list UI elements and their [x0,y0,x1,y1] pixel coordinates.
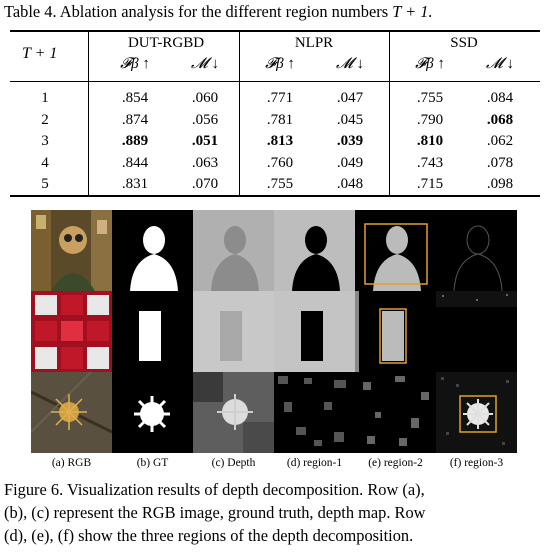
table-cell: .755 [416,90,444,106]
gt-image-flower [112,372,193,453]
table-caption-text: Table 4. Ablation analysis for the diffe… [4,2,389,21]
region2-image-person [355,210,436,291]
table-cell: .070 [191,176,219,192]
rgb-image-flower [31,372,112,453]
table-cell: .062 [486,133,514,149]
metric-m-nlpr: 𝓜 ↓ [335,56,365,72]
row-t-value: 5 [41,176,49,192]
subcaption-region2: (e) region-2 [368,457,423,469]
subcaption-region3: (f) region-3 [449,457,504,469]
metric-f-dut: 𝓕β ↑ [120,56,150,72]
metric-f-ssd: 𝓕β ↑ [415,56,445,72]
table-mid-rule [10,81,540,82]
table-cell: .068 [486,111,514,128]
table-cell: .760 [266,154,294,171]
dataset-header-ssd: SSD [450,35,478,51]
region1-image-flower [274,372,355,453]
subcaption-rgb: (a) RGB [51,457,92,469]
subcaption-depth: (c) Depth [211,457,256,469]
row-t-value: 2 [41,111,49,128]
depth-image-person [193,210,274,291]
metric-m-dut: 𝓜 ↓ [190,56,220,72]
region2-image-boxes [355,291,436,372]
row-t-value: 1 [41,90,49,106]
table-top-rule [10,30,540,32]
figure-caption-line-2: (b), (c) represent the RGB image, ground… [4,503,426,522]
table-caption-math: T + 1. [392,2,433,21]
table-cell: .854 [121,90,149,106]
metric-f-nlpr: 𝓕β ↑ [265,56,295,72]
table-cell: .755 [266,176,294,192]
table-cell: .045 [336,111,364,128]
metric-m-ssd: 𝓜 ↓ [485,56,515,72]
region3-image-boxes [436,291,517,372]
row-t-value: 3 [41,133,49,149]
depth-image-flower [193,372,274,453]
table-cell: .844 [121,154,149,171]
row-header-label: T + 1 [22,45,58,62]
table-vline-2 [239,31,240,195]
figure-grid [31,210,517,453]
table-cell: .048 [336,176,364,192]
table-cell: .831 [121,176,149,192]
table-cell: .098 [486,176,514,192]
table-cell: .049 [336,154,364,171]
table-cell: .715 [416,176,444,192]
table-cell: .039 [336,133,364,149]
table-caption: Table 4. Ablation analysis for the diffe… [4,2,549,22]
region1-image-boxes [274,291,355,372]
table-cell: .810 [416,133,444,149]
gt-image-person [112,210,193,291]
table-cell: .063 [191,154,219,171]
table-cell: .889 [121,133,149,149]
table-cell: .771 [266,90,294,106]
region2-image-flower [355,372,436,453]
subcaption-gt: (b) GT [136,457,169,469]
region1-image-person [274,210,355,291]
region3-image-flower [436,372,517,453]
rgb-image-person [31,210,112,291]
table-vline-1 [88,31,89,195]
table-cell: .084 [486,90,514,106]
table-cell: .060 [191,90,219,106]
table-cell: .874 [121,111,149,128]
figure-caption-line-1: Figure 6. Visualization results of depth… [4,480,425,499]
table-cell: .078 [486,154,514,171]
table-vline-3 [389,31,390,195]
table-cell: .056 [191,111,219,128]
subcaption-region1: (d) region-1 [286,457,343,469]
table-cell: .743 [416,154,444,171]
region3-image-person [436,210,517,291]
table-cell: .051 [191,133,219,149]
depth-image-boxes [193,291,274,372]
table-cell: .047 [336,90,364,106]
rgb-image-boxes [31,291,112,372]
figure-caption: Figure 6. Visualization results of depth… [4,478,545,547]
table-bottom-rule [10,195,540,197]
table-cell: .813 [266,133,294,149]
row-t-value: 4 [41,154,49,171]
figure-caption-line-3: (d), (e), (f) show the three regions of … [4,526,414,545]
gt-image-boxes [112,291,193,372]
dataset-header-dut: DUT-RGBD [127,35,205,51]
table-cell: .790 [416,111,444,128]
table-cell: .781 [266,111,294,128]
dataset-header-nlpr: NLPR [294,35,334,51]
